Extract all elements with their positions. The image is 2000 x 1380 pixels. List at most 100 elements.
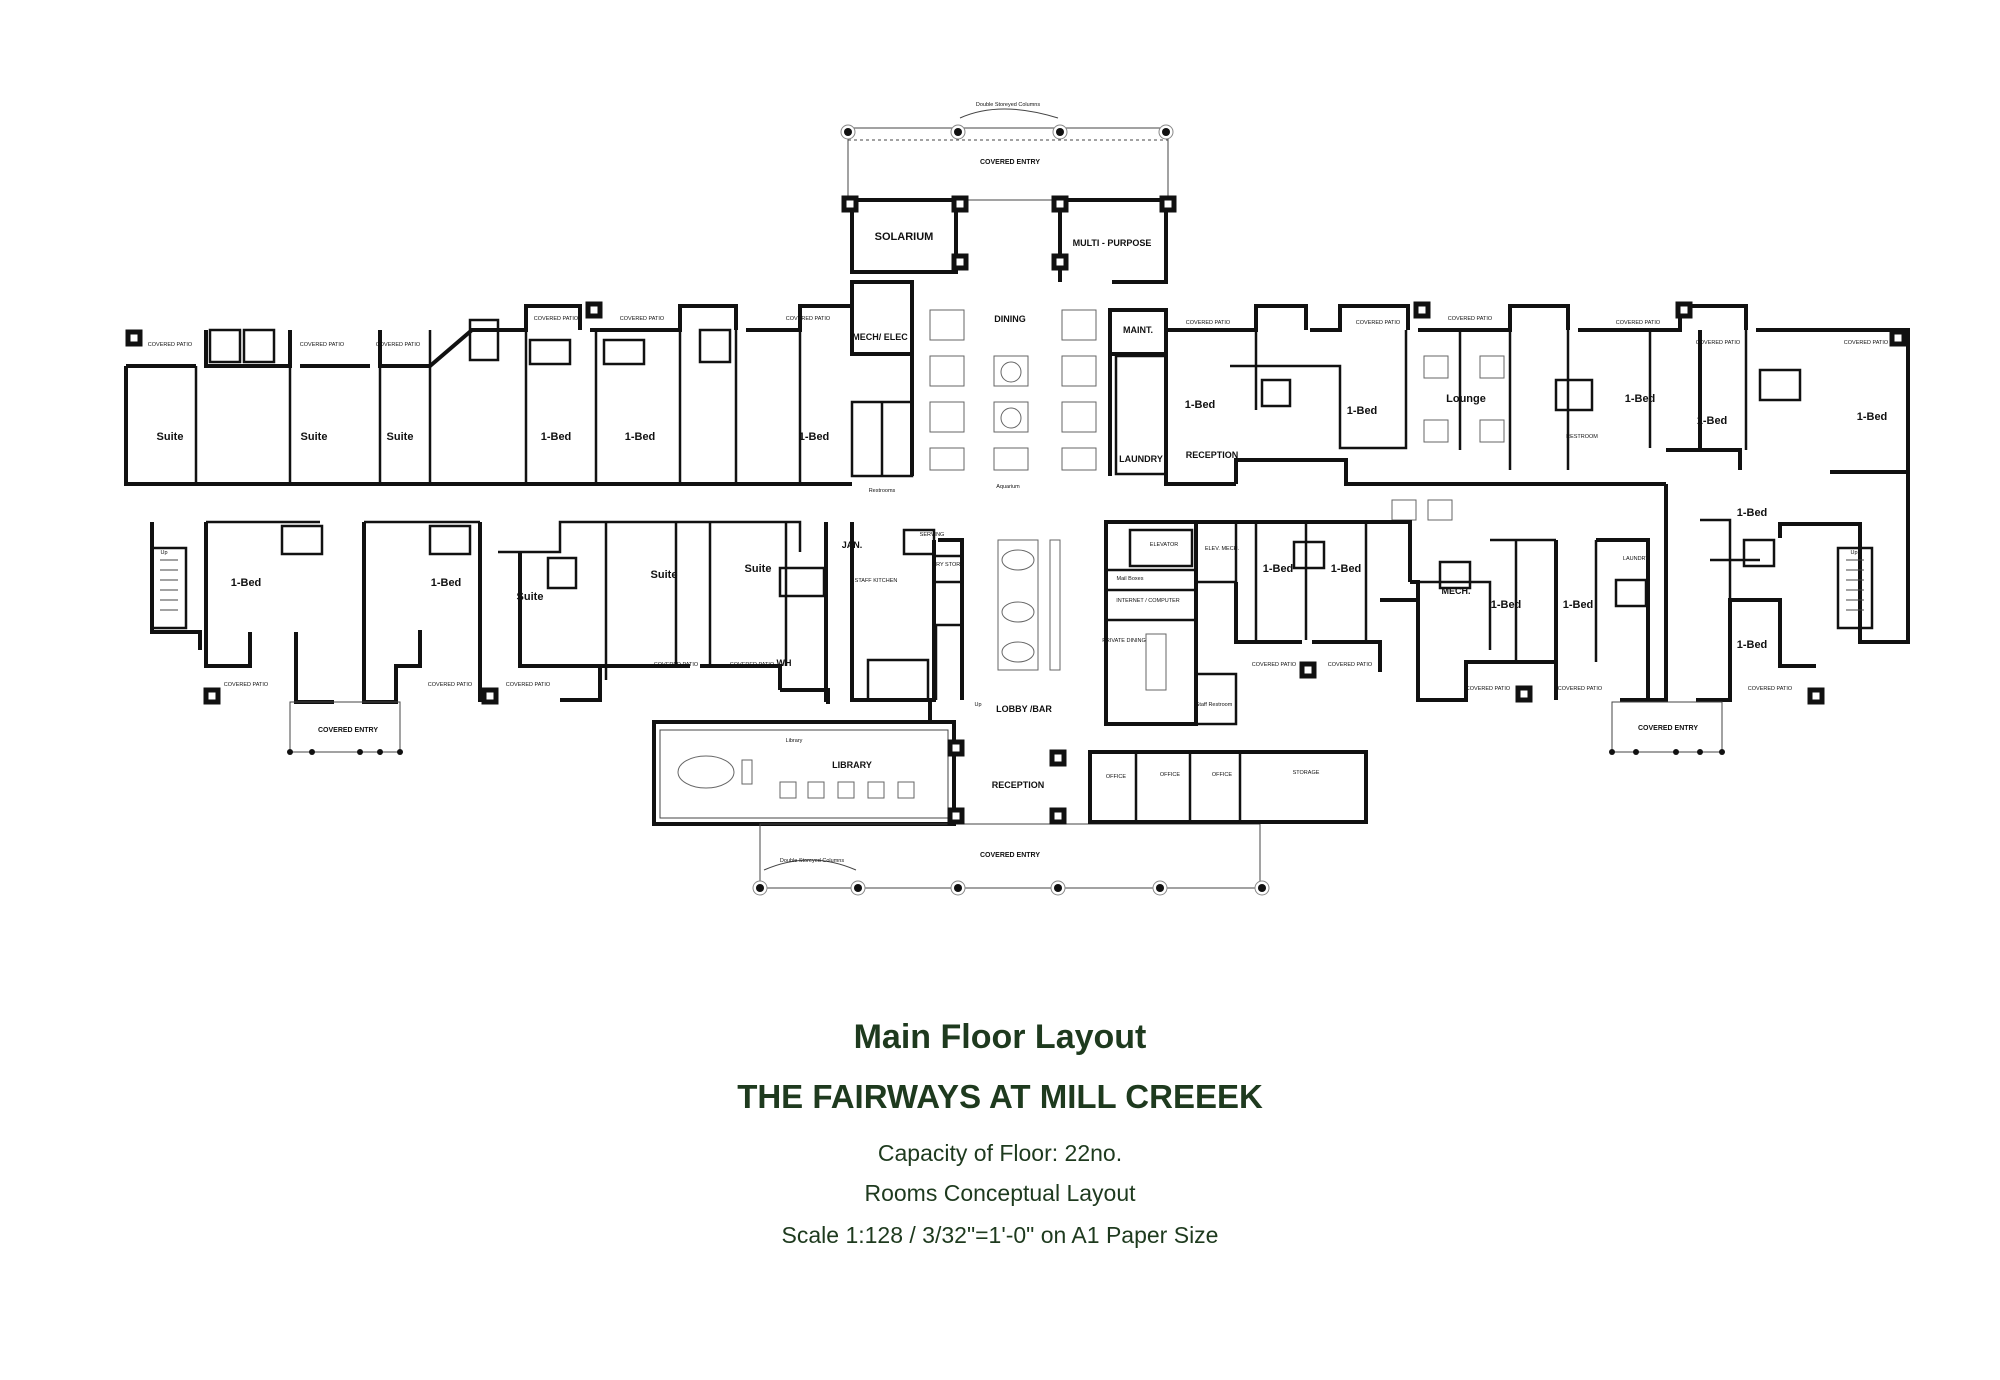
east-wing-top [1164, 304, 1910, 486]
unit-label: 1-Bed [1737, 507, 1768, 519]
west-wing-bottom [150, 520, 830, 704]
lounge-furniture [1391, 355, 1505, 521]
unit-label: Suite [387, 431, 414, 443]
jan-label: JAN. [842, 540, 863, 550]
unit-label: 1-Bed [1491, 599, 1522, 611]
east-entry [1609, 701, 1725, 755]
unit-label: 1-Bed [1857, 411, 1888, 423]
office-label: OFFICE [1212, 772, 1232, 778]
library-block [652, 720, 956, 826]
laundry-east-label: LAUNDRY [1623, 556, 1650, 562]
patio-label: COVERED PATIO [730, 662, 775, 668]
double-storeyed-columns-label: Double Storeyed Columns [976, 102, 1040, 108]
office-block [1088, 750, 1368, 824]
lobby-furniture [997, 539, 1061, 671]
patio-label: COVERED PATIO [1448, 316, 1493, 322]
covered-entry-east-label: COVERED ENTRY [1638, 725, 1698, 732]
dining-label: DINING [994, 314, 1026, 324]
mail-boxes-label: Mail Boxes [1117, 576, 1144, 582]
mech-elec-label: MECH/ ELEC [852, 332, 908, 342]
stair-up-label: Up [974, 702, 981, 708]
central-south-walls [824, 522, 964, 720]
unit-label: 1-Bed [1697, 415, 1728, 427]
unit-label: 1-Bed [541, 431, 572, 443]
drawing-subtitle: Rooms Conceptual Layout [864, 1180, 1136, 1206]
office-label: OFFICE [1106, 774, 1126, 780]
floor-capacity: Capacity of Floor: 22no. [877, 1140, 1123, 1166]
east-wing-bottom [1196, 472, 1910, 702]
wh-label: WH [777, 658, 792, 668]
piers [125, 195, 1907, 825]
patio-label: COVERED PATIO [506, 682, 551, 688]
unit-label: Suite [301, 431, 328, 443]
patio-label: COVERED PATIO [786, 316, 831, 322]
patio-label: COVERED PATIO [620, 316, 665, 322]
dry-store-label: DRY STORE [932, 562, 964, 568]
patio-label: COVERED PATIO [1328, 662, 1373, 668]
top-entry-columns [840, 108, 1174, 201]
library-label: LIBRARY [832, 760, 872, 770]
restrooms-label: Restrooms [869, 488, 896, 494]
covered-entry-top-label: COVERED ENTRY [980, 159, 1040, 166]
unit-label: 1-Bed [799, 431, 830, 443]
unit-label: 1-Bed [1185, 399, 1216, 411]
patio-label: COVERED PATIO [376, 342, 421, 348]
unit-label: 1-Bed [625, 431, 656, 443]
reception-south-label: RECEPTION [992, 780, 1045, 790]
solarium-label: SOLARIUM [875, 231, 934, 243]
double-storeyed-columns-bottom-label: Double Storeyed Columns [780, 858, 844, 864]
elev-mech-label: ELEV. MECH. [1205, 546, 1240, 552]
patio-label: COVERED PATIO [654, 662, 699, 668]
patio-label: COVERED PATIO [148, 342, 193, 348]
drawing-scale: Scale 1:128 / 3/32"=1'-0" on A1 Paper Si… [781, 1222, 1219, 1248]
bottom-entry-columns [752, 823, 1270, 896]
patio-label: COVERED PATIO [1616, 320, 1661, 326]
patio-label: COVERED PATIO [1252, 662, 1297, 668]
restroom-label: RESTROOM [1566, 434, 1598, 440]
unit-label: 1-Bed [431, 577, 462, 589]
unit-label: 1-Bed [231, 577, 262, 589]
staff-kitchen-label: STAFF KITCHEN [855, 578, 898, 584]
patio-label: COVERED PATIO [1696, 340, 1741, 346]
serving-label: SERVING [920, 532, 945, 538]
stair-up-label: Up [160, 550, 167, 556]
elevator-label: ELEVATOR [1150, 542, 1178, 548]
patio-label: COVERED PATIO [534, 316, 579, 322]
unit-label: Suite [651, 569, 678, 581]
patio-label: COVERED PATIO [300, 342, 345, 348]
east-stair [1836, 546, 1874, 630]
patio-label: COVERED PATIO [1844, 340, 1889, 346]
library-small-label: Library [786, 738, 803, 744]
unit-label: 1-Bed [1563, 599, 1594, 611]
unit-label: 1-Bed [1263, 563, 1294, 575]
west-stair [150, 546, 188, 630]
lobby-bar-label: LOBBY /BAR [996, 704, 1052, 714]
project-name: THE FAIRWAYS AT MILL CREEEK [737, 1078, 1263, 1115]
west-wing-top [124, 304, 854, 486]
patio-label: COVERED PATIO [224, 682, 269, 688]
patio-label: COVERED PATIO [428, 682, 473, 688]
lounge-label: Lounge [1446, 393, 1486, 405]
internet-computer-label: INTERNET / COMPUTER [1116, 598, 1179, 604]
west-entry [287, 701, 403, 755]
drawing-title: Main Floor Layout [853, 1018, 1147, 1056]
patio-label: COVERED PATIO [1748, 686, 1793, 692]
unit-label: 1-Bed [1347, 405, 1378, 417]
laundry-label: LAUNDRY [1119, 454, 1163, 464]
multi-purpose-label: MULTI - PURPOSE [1073, 238, 1152, 248]
patio-label: COVERED PATIO [1466, 686, 1511, 692]
unit-label: Suite [157, 431, 184, 443]
staff-restroom-label: Staff Restroom [1196, 702, 1233, 708]
covered-entry-bottom-label: COVERED ENTRY [980, 852, 1040, 859]
covered-entry-west-label: COVERED ENTRY [318, 727, 378, 734]
mech-label: MECH. [1442, 586, 1471, 596]
reception-east-label: RECEPTION [1186, 450, 1239, 460]
unit-label: Suite [517, 591, 544, 603]
dining-tables [929, 309, 1097, 471]
unit-label: Suite [745, 563, 772, 575]
stair-up-label: Up [1850, 550, 1857, 556]
unit-label: 1-Bed [1625, 393, 1656, 405]
private-dining-label: PRIVATE DINING [1102, 638, 1146, 644]
storage-label: STORAGE [1293, 770, 1320, 776]
